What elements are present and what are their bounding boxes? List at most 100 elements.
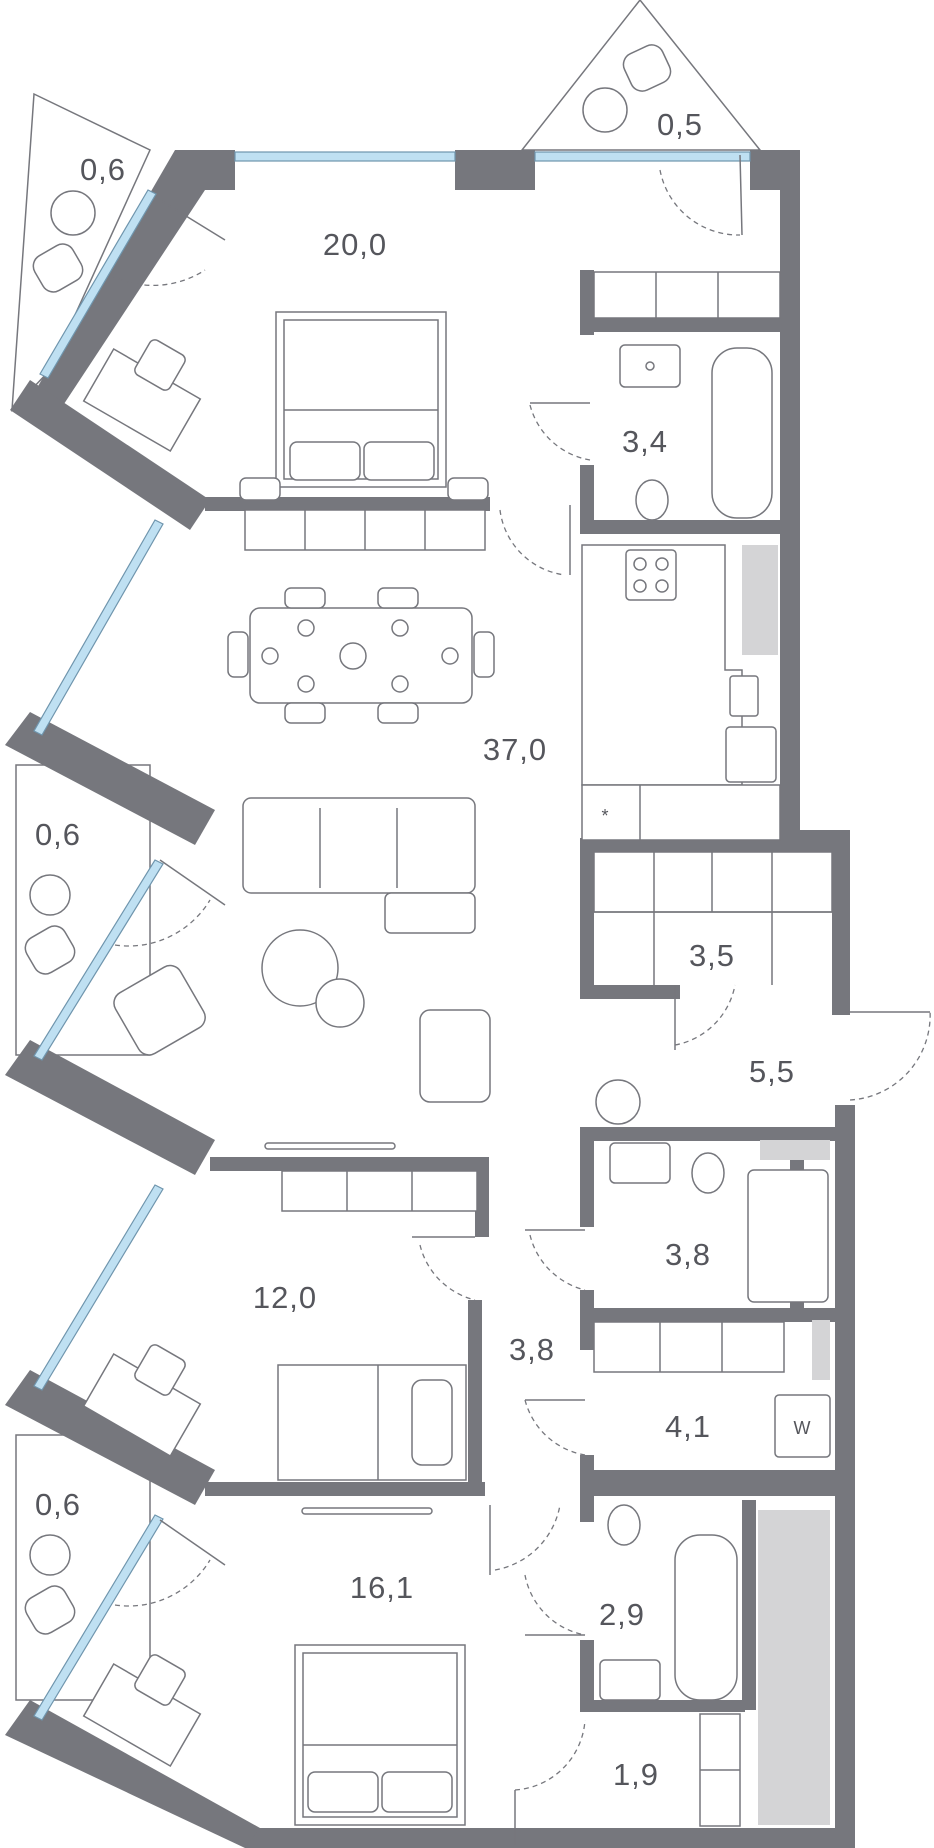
door-balcony-mid [114,899,211,947]
area-bathroom-mid: 3,8 [665,1237,711,1272]
wall-top-middle [455,150,535,190]
desk-top-chair-icon [134,339,186,391]
door-entrance [849,1009,931,1101]
bathtub-mid-icon [747,1169,829,1303]
toilet-top-icon [635,479,669,521]
bay-table-icon [582,87,628,133]
side-table-icon [315,978,365,1028]
wall-bedroom-mid-top [210,1157,475,1171]
sink-mid-icon [609,1142,671,1184]
wall-bath-top [580,318,780,332]
area-hallway: 5,5 [749,1054,795,1089]
bed-bottom-pillow-right [381,1771,453,1813]
washer-icon [774,1394,831,1458]
wall-storage-right [832,840,846,1000]
wall-pier-1 [10,380,210,530]
shaft-laundry [812,1320,830,1380]
wall-storage-left [580,838,594,998]
bathtub-top-icon [711,347,773,519]
oven-icon [729,675,759,717]
wall-closet-top [580,270,594,335]
chair-left [227,631,249,678]
stove-icon [625,549,677,601]
fridge-mark: * [601,806,608,826]
door-balcony-top [109,269,206,287]
wall-bedroom-mid-right-a [475,1157,489,1237]
plate-2 [391,619,409,637]
balcony-top-chair-icon [32,243,84,293]
wall-left-top-diag [30,150,205,410]
area-bay-top-right: 0,5 [657,107,703,142]
sofa-chaise-icon [384,892,476,934]
windows [33,151,751,1721]
area-bedroom-mid: 12,0 [253,1280,317,1315]
chair-right [473,631,495,678]
wall-bath-top-left [580,465,594,525]
wall-bath-mid-bottom [590,1308,835,1322]
door-bath-bottom [524,1574,586,1636]
plate-6 [441,647,459,665]
bathtub-bottom-icon [674,1534,738,1701]
laundry-shelves [593,1321,785,1373]
wall-right-lower [835,1105,855,1848]
burner-4 [655,579,669,593]
bed-bottom-pillow-left [307,1771,379,1813]
plate-3 [297,675,315,693]
wall-bedroom-mid-right-b [468,1300,482,1495]
door-laundry [524,1399,586,1456]
nightstand-top-left [239,477,281,501]
window-living-upper [33,519,164,736]
window-bedroom-top [234,151,456,162]
bed-top-pillow-right [363,441,435,481]
window-bedroom-mid [33,1184,164,1391]
door-balcony-bottom [114,1559,211,1607]
wall-bath-bottom-left-a [580,1482,594,1522]
armchair-right-icon [419,1009,491,1103]
balcony-bottom-table-icon [29,1534,71,1576]
storage-shelves-top [593,851,833,913]
area-corridor: 3,8 [509,1332,555,1367]
sofa-icon [242,797,476,894]
wall-storage-top [580,838,835,852]
area-laundry: 4,1 [665,1409,711,1444]
toilet-bottom-icon [607,1504,641,1546]
tv-bottom-icon [301,1507,433,1515]
flowers-icon [339,642,367,670]
wall-kitchen-right [780,520,794,840]
chair-bottom-2 [377,702,419,724]
nightstand-top-right [447,477,489,501]
bay-chair-icon [622,44,672,92]
room-labels: 0,6 0,5 20,0 3,4 37,0 0,6 3,5 5,5 3,8 12… [35,107,795,1792]
furniture: * [24,44,833,1827]
door-leaf-balcony-mid [159,859,226,906]
door-bay [659,169,741,236]
wall-pier-3 [5,1040,215,1175]
door-bedroom-mid [419,1244,476,1301]
door-leaf-balcony-bottom [159,1519,226,1566]
door-bedroom-top [499,509,566,576]
plate-5 [261,647,279,665]
wall-bath-bottom-bottom [580,1700,745,1712]
balcony-mid-table-icon [29,874,71,916]
chair-top-1 [284,587,326,609]
doors [109,154,931,1845]
wall-bath-bottom-top [580,1482,840,1496]
armchair-left-icon [113,964,206,1056]
desk-bottom-chair-icon [134,1654,186,1706]
wall-bath-bottom-left-b [580,1640,594,1705]
wall-pier-2 [5,712,215,845]
tv-mid-icon [264,1142,396,1150]
shaft-bottom [758,1510,830,1825]
area-balcony-mid-left: 0,6 [35,817,81,852]
area-living-kitchen: 37,0 [483,732,547,767]
fridge-counter [581,784,781,841]
plate-4 [391,675,409,693]
closet-top-icon [593,271,781,319]
walls [5,150,855,1848]
sink-top-drain [645,361,655,371]
shaft-kitchen [742,545,778,655]
area-bedroom-top: 20,0 [323,227,387,262]
balcony-mid-chair-icon [24,925,76,975]
shafts [742,545,830,1825]
wall-laundry-left-a [580,1290,594,1350]
